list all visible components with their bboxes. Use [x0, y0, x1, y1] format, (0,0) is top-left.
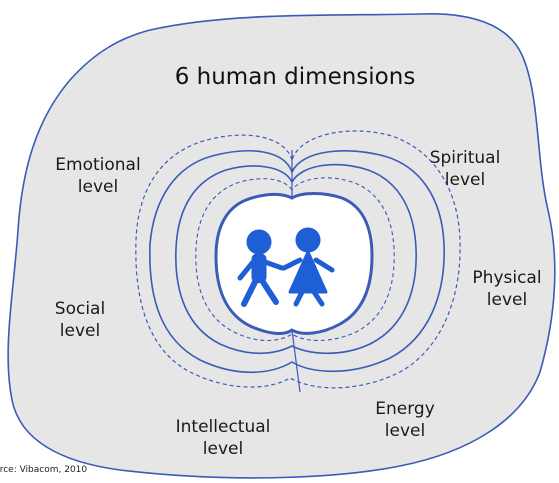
source-caption: urce: Vibacom, 2010 [0, 465, 88, 475]
label-emotional-line1: Emotional [55, 155, 141, 175]
label-social-level: Social level [40, 298, 120, 342]
label-social-line1: Social [54, 299, 106, 319]
layer-solid-3 [175, 163, 417, 355]
label-intellectual-level: Intellectual level [168, 416, 278, 460]
label-physical-line2: level [486, 290, 528, 310]
layer-dashed-inner [195, 177, 395, 342]
label-spiritual-line2: level [444, 170, 486, 190]
label-physical-level: Physical level [462, 267, 552, 311]
label-energy-line2: level [384, 421, 426, 441]
label-intellectual-line1: Intellectual [175, 417, 271, 437]
diagram-title: 6 human dimensions [174, 64, 416, 90]
label-physical-line1: Physical [472, 268, 542, 288]
label-spiritual-level: Spiritual level [420, 147, 510, 191]
layer-dashed-outer [135, 130, 461, 389]
boy-figure-icon [237, 229, 285, 307]
label-energy-line1: Energy [375, 399, 435, 419]
bottom-pinch-line [291, 329, 301, 393]
label-intellectual-line2: level [202, 439, 244, 459]
label-energy-level: Energy level [360, 398, 450, 442]
layer-solid-2 [149, 150, 445, 374]
label-emotional-line2: level [77, 177, 119, 197]
label-social-line2: level [59, 321, 101, 341]
label-emotional-level: Emotional level [48, 154, 148, 198]
girl-figure-icon [281, 227, 335, 307]
label-spiritual-line1: Spiritual [429, 148, 501, 168]
